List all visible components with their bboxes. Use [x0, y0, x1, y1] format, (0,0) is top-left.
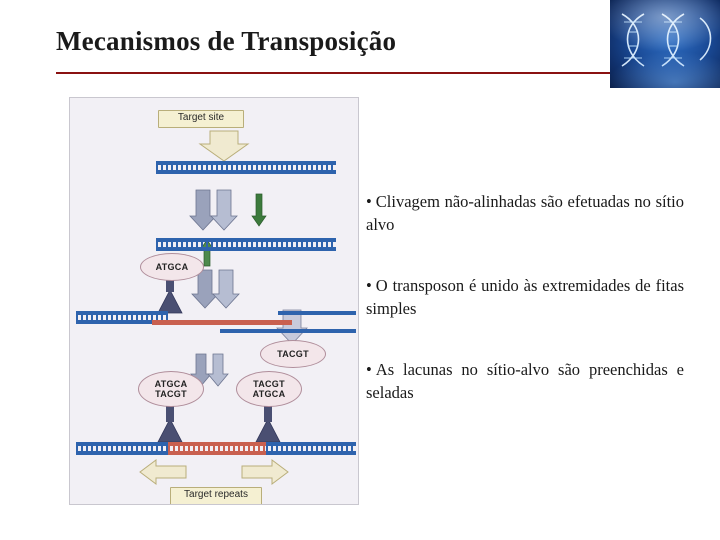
- transposon-strand-top: [168, 442, 268, 446]
- bullet-marker: •: [366, 276, 372, 295]
- dna-right-flank-final: [266, 442, 356, 455]
- transposon-strand-bottom: [168, 451, 268, 455]
- transposon-strand-top: [152, 320, 292, 325]
- sequence-tag-tacgt-right: TACGT: [260, 340, 326, 368]
- figure-label-target-site: Target site: [158, 110, 244, 128]
- bullet-item-1: •Clivagem não-alinhadas são efetuadas no…: [366, 190, 684, 236]
- bullet-item-3: •As lacunas no sítio-alvo são preenchida…: [366, 358, 684, 404]
- bullet-text: Clivagem não-alinhadas são efetuadas no …: [366, 192, 684, 234]
- sequence-tag-atgca-left: ATGCA: [140, 253, 204, 281]
- transposon-duplex-final: [168, 442, 268, 455]
- figure-label-target-repeats: Target repeats: [170, 487, 262, 504]
- dna-left-flank-final: [76, 442, 170, 455]
- dna-base-pairs: [156, 165, 336, 170]
- dna-image-glow: [610, 0, 720, 52]
- bullet-marker: •: [366, 192, 372, 211]
- dna-strand-top: [156, 161, 336, 165]
- dna-strand-top: [76, 311, 168, 315]
- dna-base-pairs: [266, 446, 356, 451]
- dna-strand-bottom: [266, 451, 356, 455]
- dna-strand-bottom: [156, 170, 336, 174]
- dna-base-pairs: [156, 242, 336, 247]
- transposon-base-pairs: [168, 446, 268, 451]
- dna-strand-top: [266, 442, 356, 446]
- dna-strand-top: [76, 442, 170, 446]
- dna-strand-bottom: [76, 320, 168, 324]
- sequence-tag-line-2: ATGCA: [252, 389, 286, 399]
- dna-base-pairs: [76, 446, 170, 451]
- dna-strand-bottom: [76, 451, 170, 455]
- dna-base-pairs: [76, 315, 168, 320]
- dna-duplex-initial: [156, 161, 336, 174]
- bullet-list: •Clivagem não-alinhadas são efetuadas no…: [366, 190, 684, 404]
- dna-duplex-cleaved: [156, 238, 336, 251]
- transposition-mechanism-figure: Target site ATGCA TACGT ATGCA TACGT TACG…: [69, 97, 359, 505]
- bullet-marker: •: [366, 360, 372, 379]
- sequence-tag-tacgt-atgca-right: TACGT ATGCA: [236, 371, 302, 407]
- bullet-text: O transposon é unido às extremidades de …: [366, 276, 684, 318]
- dna-helix-graphic: [621, 13, 712, 67]
- title-underline-rule: [56, 72, 612, 74]
- dna-left-arm-joined: [76, 311, 168, 324]
- bullet-item-2: •O transposon é unido às extremidades de…: [366, 274, 684, 320]
- dna-right-arm-joined-top: [278, 311, 356, 315]
- dna-right-arm-joined-bottom: [220, 329, 356, 333]
- sequence-tag-atgca-tacgt-left: ATGCA TACGT: [138, 371, 204, 407]
- sequence-tag-line-2: TACGT: [155, 389, 187, 399]
- page-title: Mecanismos de Transposição: [56, 26, 397, 56]
- dna-strand-top: [156, 238, 336, 242]
- dna-helix-image: [610, 0, 720, 88]
- sequence-tag-line-1: TACGT: [253, 379, 285, 389]
- dna-image-glow-secondary: [610, 52, 720, 88]
- bullet-text: As lacunas no sítio-alvo são preenchidas…: [366, 360, 684, 402]
- dna-strand-bottom: [156, 247, 336, 251]
- sequence-tag-line-1: ATGCA: [154, 379, 188, 389]
